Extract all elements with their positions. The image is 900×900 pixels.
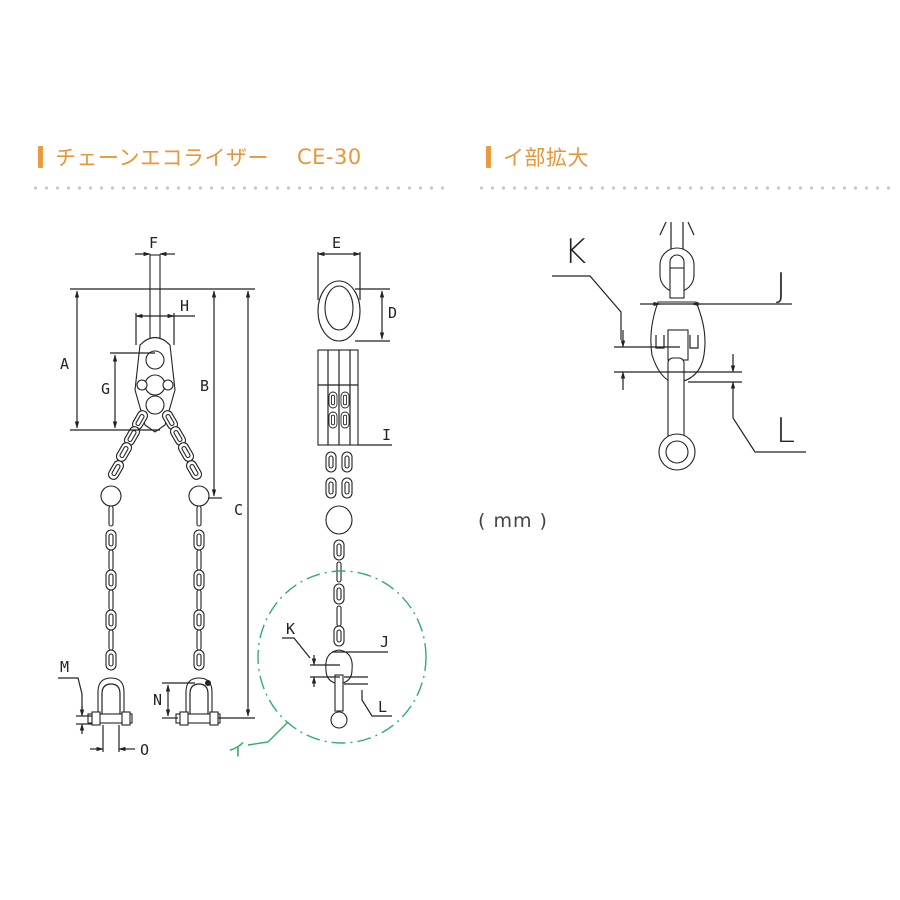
heading-accent-bar bbox=[38, 146, 43, 168]
detail-marker-label: イ bbox=[228, 740, 246, 761]
dim-label-j-small: J bbox=[380, 633, 389, 651]
dim-label-f: F bbox=[149, 234, 158, 252]
dim-label-i: I bbox=[382, 426, 391, 444]
dim-label-e: E bbox=[332, 234, 341, 252]
model-number: CE-30 bbox=[296, 145, 362, 169]
dotted-divider bbox=[476, 186, 896, 190]
side-view-drawing bbox=[317, 280, 361, 729]
unit-note: ( mm ) bbox=[478, 510, 548, 532]
dim-label-d: D bbox=[388, 304, 397, 322]
detail-view-dimensions: K J L bbox=[552, 232, 806, 453]
dim-label-n: N bbox=[153, 691, 162, 709]
dim-label-l-small: L bbox=[378, 698, 387, 716]
dim-label-o: O bbox=[140, 741, 149, 759]
section-heading-equalizer: チェーンエコライザー CE-30 bbox=[38, 142, 362, 172]
dim-label-m: M bbox=[60, 658, 69, 676]
side-view-dimensions: E D I K J L イ bbox=[228, 234, 427, 761]
section-title: チェーンエコライザー bbox=[55, 146, 269, 170]
dim-label-g: G bbox=[101, 380, 110, 398]
dim-label-k-small: K bbox=[286, 620, 295, 638]
detail-view-drawing bbox=[650, 221, 706, 471]
dotted-divider bbox=[30, 186, 448, 190]
dim-label-j: J bbox=[776, 266, 786, 306]
dim-label-k: K bbox=[564, 232, 586, 272]
heading-accent-bar bbox=[486, 146, 491, 168]
dim-label-a: A bbox=[60, 355, 69, 373]
dim-label-l: L bbox=[776, 411, 795, 451]
front-view-drawing bbox=[87, 254, 221, 726]
dim-label-c: C bbox=[234, 501, 243, 519]
dim-label-h: H bbox=[180, 297, 189, 315]
front-view-dimensions: F A H G B C M N bbox=[58, 234, 255, 759]
detail-callout-circle bbox=[257, 570, 427, 744]
section-heading-detail: イ部拡大 bbox=[486, 142, 589, 172]
section-title: イ部拡大 bbox=[503, 146, 589, 170]
dim-label-b: B bbox=[200, 377, 209, 395]
